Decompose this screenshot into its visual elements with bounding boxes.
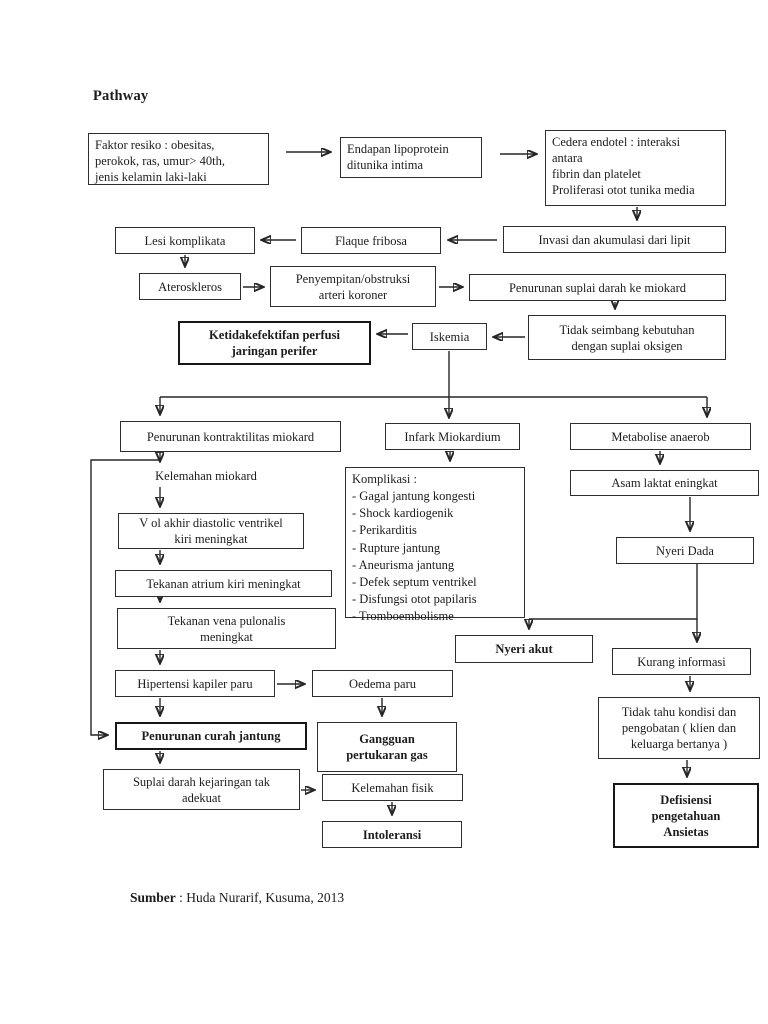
node-penurunan-curah-jantung: Penurunan curah jantung bbox=[115, 722, 307, 750]
node-komplikasi-list: Komplikasi : - Gagal jantung kongesti - … bbox=[345, 467, 525, 623]
node-lesi-komplikata: Lesi komplikata bbox=[115, 227, 255, 254]
page-title: Pathway bbox=[93, 88, 149, 104]
node-iskemia: Iskemia bbox=[412, 323, 487, 350]
node-ateroskleros: Ateroskleros bbox=[139, 273, 241, 300]
node-intoleransi: Intoleransi bbox=[322, 821, 462, 848]
node-nyeri-akut: Nyeri akut bbox=[455, 635, 593, 663]
node-kelemahan-fisik: Kelemahan fisik bbox=[322, 774, 463, 801]
node-ketidakefektifan-perfusi: Ketidakefektifan perfusi jaringan perife… bbox=[178, 321, 371, 365]
node-cedera-endotel: Cedera endotel : interaksi antara fibrin… bbox=[545, 130, 726, 206]
node-defisiensi-pengetahuan: Defisiensi pengetahuan Ansietas bbox=[613, 783, 759, 848]
source-text: : Huda Nurarif, Kusuma, 2013 bbox=[175, 890, 345, 905]
source-label: Sumber bbox=[130, 890, 176, 905]
node-hipertensi-kapiler-paru: Hipertensi kapiler paru bbox=[115, 670, 275, 697]
node-tidak-seimbang-kebutuhan: Tidak seimbang kebutuhan dengan suplai o… bbox=[528, 315, 726, 360]
node-faktor-resiko: Faktor resiko : obesitas, perokok, ras, … bbox=[88, 133, 269, 185]
source-citation: Sumber : Huda Nurarif, Kusuma, 2013 bbox=[130, 890, 344, 906]
node-penyempitan-obstruksi: Penyempitan/obstruksi arteri koroner bbox=[270, 266, 436, 307]
node-nyeri-dada: Nyeri Dada bbox=[616, 537, 754, 564]
node-endapan-lipoprotein: Endapan lipoprotein ditunika intima bbox=[340, 137, 482, 178]
node-penurunan-suplai-darah: Penurunan suplai darah ke miokard bbox=[469, 274, 726, 301]
node-kelemahan-miokard: Kelemahan miokard bbox=[155, 469, 257, 483]
node-flaque-fribosa: Flaque fribosa bbox=[301, 227, 441, 254]
node-infark-miokardium: Infark Miokardium bbox=[385, 423, 520, 450]
node-vol-akhir-diastolic: V ol akhir diastolic ventrikel kiri meni… bbox=[118, 513, 304, 549]
node-gangguan-pertukaran-gas: Gangguan pertukaran gas bbox=[317, 722, 457, 772]
node-penurunan-kontraktilitas: Penurunan kontraktilitas miokard bbox=[120, 421, 341, 452]
node-asam-laktat: Asam laktat eningkat bbox=[570, 470, 759, 496]
node-tekanan-vena-pulonalis: Tekanan vena pulonalis meningkat bbox=[117, 608, 336, 649]
node-tekanan-atrium-kiri: Tekanan atrium kiri meningkat bbox=[115, 570, 332, 597]
node-tidak-tahu-kondisi: Tidak tahu kondisi dan pengobatan ( klie… bbox=[598, 697, 760, 759]
node-suplai-darah-tak-adekuat: Suplai darah kejaringan tak adekuat bbox=[103, 769, 300, 810]
node-kurang-informasi: Kurang informasi bbox=[612, 648, 751, 675]
node-oedema-paru: Oedema paru bbox=[312, 670, 453, 697]
node-metabolise-anaerob: Metabolise anaerob bbox=[570, 423, 751, 450]
node-invasi-akumulasi-lipit: Invasi dan akumulasi dari lipit bbox=[503, 226, 726, 253]
